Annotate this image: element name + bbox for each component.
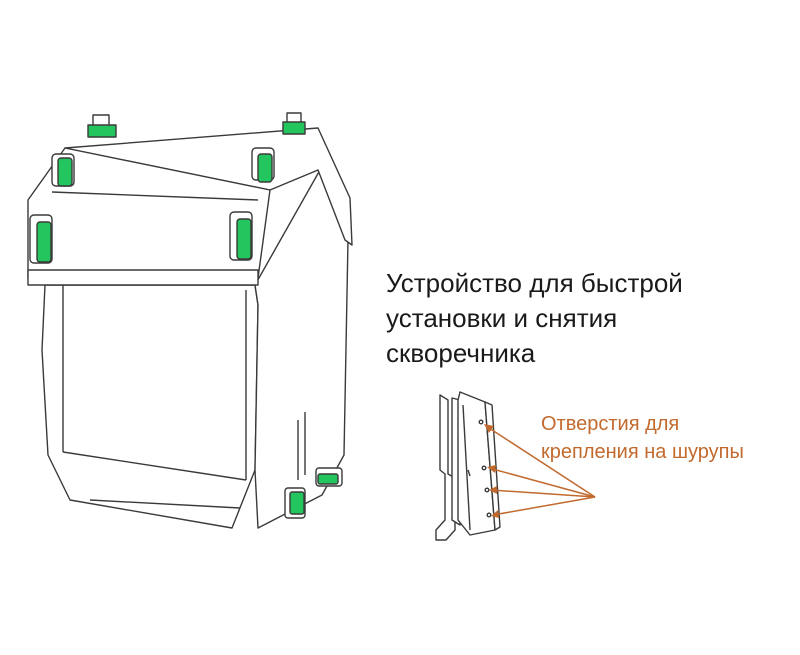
clip-roof-right [251, 147, 275, 183]
birdhouse-roof [27, 127, 353, 286]
clip-bottom-center [284, 487, 306, 519]
clip-side-right [229, 211, 253, 261]
title-line: скворечника [386, 338, 536, 368]
arrow-line-3 [490, 489, 596, 498]
mounting-clips [29, 112, 343, 519]
birdhouse-body [41, 169, 349, 529]
arrowhead-3 [489, 486, 497, 494]
title-line: Устройство для быстрой [386, 268, 683, 298]
arrow-line-1 [485, 425, 596, 498]
clip-side-left [29, 214, 53, 264]
callout-line: Отверстия для [541, 413, 680, 435]
clip-bottom-right [315, 467, 343, 487]
arrow-line-4 [492, 496, 596, 516]
arrowhead-2 [487, 465, 496, 473]
clip-top-right [282, 112, 306, 135]
callout-arrowheads [484, 424, 499, 518]
callout-label: Отверстия для крепления на шурупы [541, 410, 800, 466]
clip-roof-left [51, 153, 75, 187]
mounting-bracket [435, 391, 501, 541]
arrowhead-1 [484, 424, 494, 433]
arrow-line-2 [488, 467, 596, 498]
callout-arrows [485, 425, 596, 516]
clip-top-left [87, 114, 117, 138]
arrowhead-4 [491, 510, 499, 518]
diagram-title: Устройство для быстрой установки и сняти… [386, 266, 786, 371]
callout-line: крепления на шурупы [541, 441, 744, 463]
title-line: установки и снятия [386, 303, 618, 333]
